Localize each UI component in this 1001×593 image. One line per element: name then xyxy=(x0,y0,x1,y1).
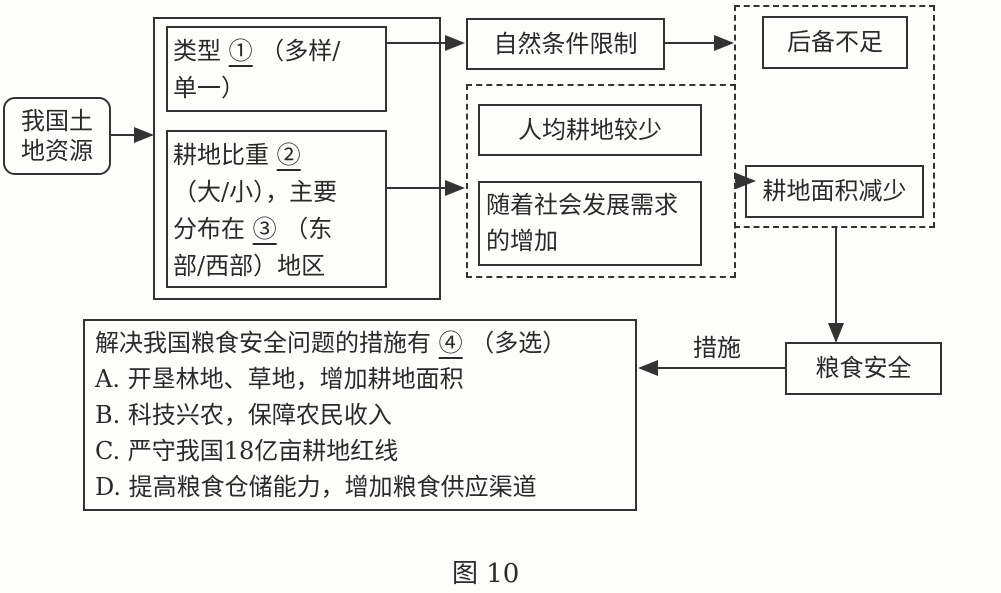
option-a: A. 开垦林地、草地，增加耕地面积 xyxy=(95,365,464,393)
blank-3: ③ xyxy=(252,215,277,243)
food-security-text: 粮食安全 xyxy=(815,354,912,382)
arrow-mid-group-to-area xyxy=(735,173,756,189)
reserve-text: 后备不足 xyxy=(787,28,883,56)
farmland-line4: 部/西部）地区 xyxy=(173,252,326,280)
demand-line2: 的增加 xyxy=(486,227,558,255)
figure-caption: 图 10 xyxy=(452,559,520,589)
farmland-prefix: 耕地比重 xyxy=(173,141,269,169)
farmland-box: 耕地比重 ② （大/小），主要 分布在 ③ （东 部/西部）地区 xyxy=(166,130,387,288)
blank-1: ① xyxy=(228,37,253,65)
source-node: 我国土 地资源 xyxy=(3,97,111,175)
land-resource-group xyxy=(153,17,441,300)
area-decrease-box: 耕地面积减少 xyxy=(745,165,924,218)
measure-label: 措施 xyxy=(693,334,741,362)
type-prefix: 类型 xyxy=(173,37,221,65)
blank-2: ② xyxy=(276,141,301,169)
reserve-box: 后备不足 xyxy=(762,16,908,69)
option-b: B. 科技兴农，保障农民收入 xyxy=(95,401,392,429)
type-box: 类型 ① （多样/ 单一） xyxy=(166,26,387,112)
distribution-prefix: 分布在 xyxy=(173,215,245,243)
type-line1: 类型 ① （多样/ xyxy=(173,33,340,70)
food-security-box: 粮食安全 xyxy=(785,342,942,395)
natural-limit-text: 自然条件限制 xyxy=(493,29,638,58)
type-line2: 单一） xyxy=(173,74,245,102)
per-capita-text: 人均耕地较少 xyxy=(518,115,662,144)
demand-box: 随着社会发展需求 的增加 xyxy=(478,181,702,266)
demand-line1: 随着社会发展需求 xyxy=(486,191,678,219)
blank-4: ④ xyxy=(438,329,463,357)
farmland-line2: （大/小），主要 xyxy=(173,178,338,206)
farmland-line3: 分布在 ③ （东 xyxy=(173,211,332,248)
question-prefix: 解决我国粮食安全问题的措施有 xyxy=(95,329,431,357)
distribution-suffix: （东 xyxy=(284,215,333,243)
measures-box: 解决我国粮食安全问题的措施有 ④ （多选） A. 开垦林地、草地，增加耕地面积 … xyxy=(83,319,637,511)
type-suffix: （多样/ xyxy=(260,37,341,65)
per-capita-box: 人均耕地较少 xyxy=(478,104,702,156)
farmland-line1: 耕地比重 ② xyxy=(173,137,301,174)
source-node-line1: 我国土 xyxy=(21,107,93,135)
source-node-line2: 地资源 xyxy=(21,137,93,165)
outcome-group xyxy=(734,5,935,228)
natural-limit-box: 自然条件限制 xyxy=(466,18,665,70)
option-d: D. 提高粮食仓储能力，增加粮食供应渠道 xyxy=(95,473,537,501)
question-suffix: （多选） xyxy=(470,329,567,357)
option-c: C. 严守我国18亿亩耕地红线 xyxy=(95,437,399,465)
area-decrease-text: 耕地面积减少 xyxy=(762,177,907,205)
measures-question: 解决我国粮食安全问题的措施有 ④ （多选） xyxy=(95,325,566,362)
